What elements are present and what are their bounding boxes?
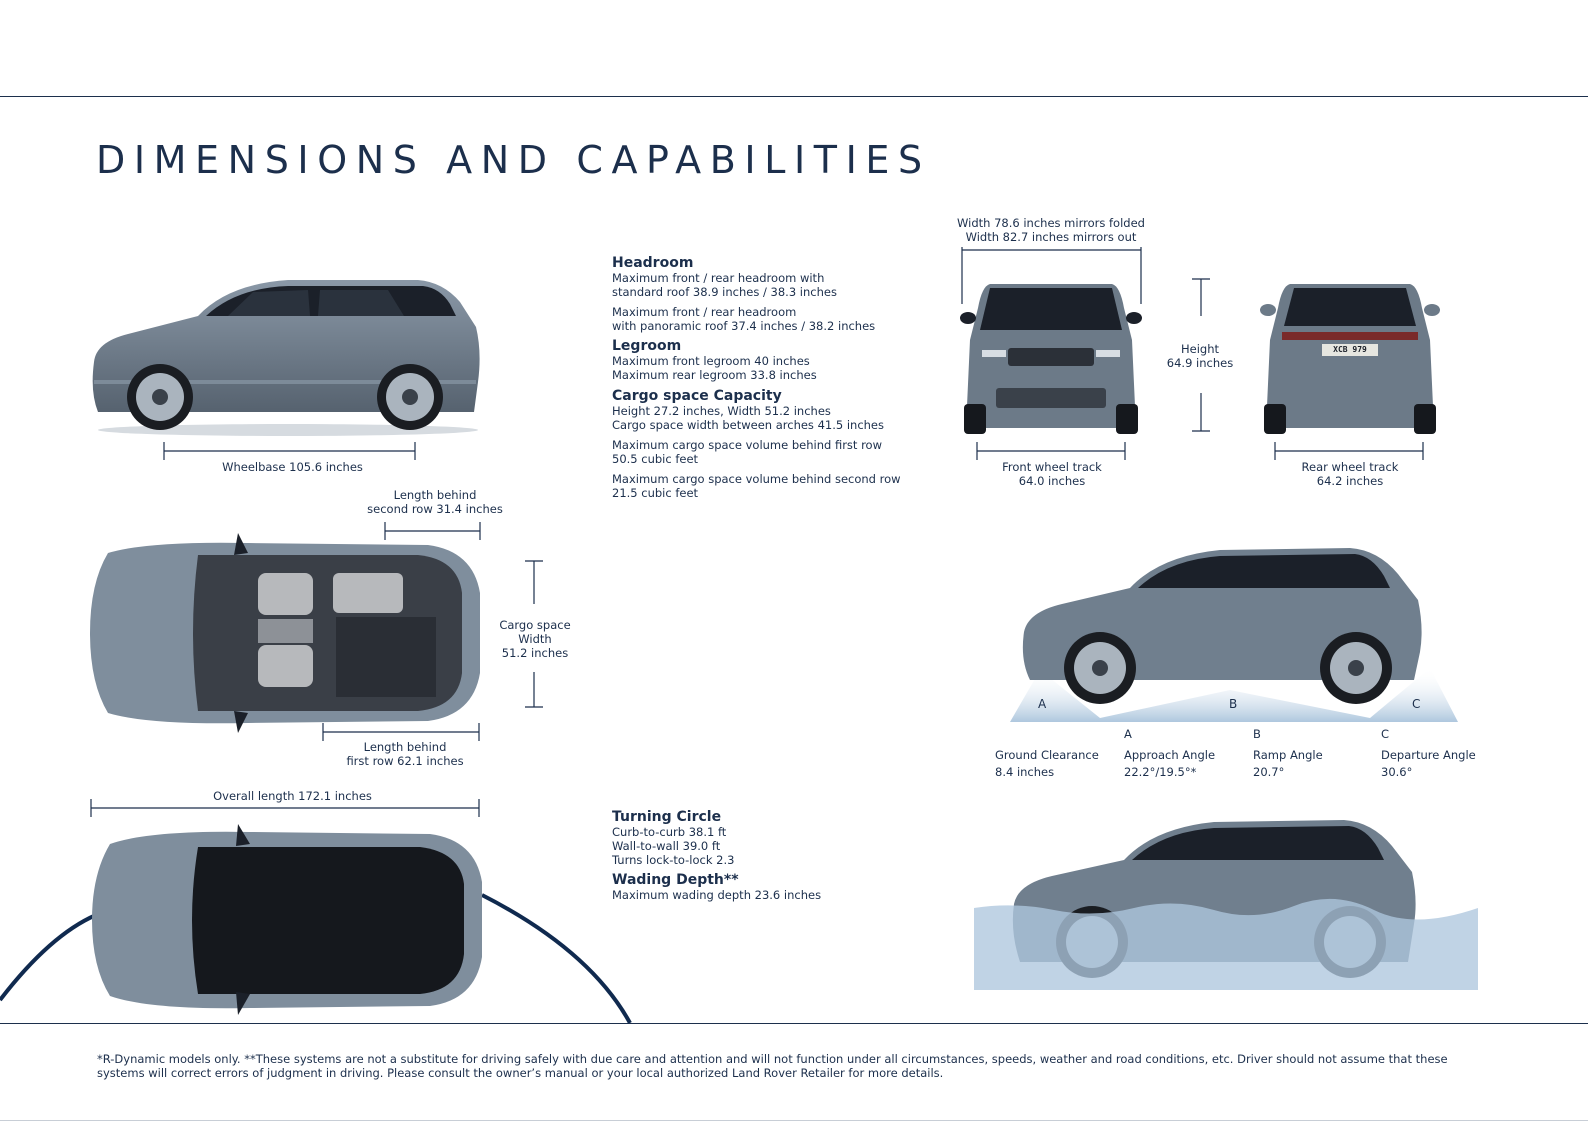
approach-angle-value: 22.2°/19.5°* xyxy=(1124,765,1197,779)
angles-car xyxy=(1010,548,1458,722)
legroom-heading: Legroom xyxy=(612,338,682,354)
height-label: Height 64.9 inches xyxy=(1166,342,1234,370)
cargo-width-dimension-line xyxy=(525,560,543,708)
second-row-dimension-line xyxy=(384,522,481,540)
wading-depth-value: Maximum wading depth 23.6 inches xyxy=(612,888,822,902)
overall-length-label: Overall length 172.1 inches xyxy=(213,789,372,803)
marker-b: B xyxy=(1229,697,1238,711)
departure-angle-value: 30.6° xyxy=(1381,765,1413,779)
footnote: *R-Dynamic models only. **These systems … xyxy=(97,1052,1448,1080)
cargo-volume-second-row: Maximum cargo space volume behind second… xyxy=(612,472,901,500)
rear-view-car xyxy=(1260,284,1440,434)
approach-angle-label: Approach Angle xyxy=(1124,748,1216,762)
front-track-label: Front wheel track 64.0 inches xyxy=(1002,460,1102,488)
ground-clearance-label: Ground Clearance xyxy=(995,748,1099,762)
rear-track-label: Rear wheel track 64.2 inches xyxy=(1301,460,1399,488)
legroom-values: Maximum front legroom 40 inches Maximum … xyxy=(612,354,817,382)
marker-c: C xyxy=(1412,697,1421,711)
width-dimension-line xyxy=(961,247,1142,304)
departure-angle-label: Departure Angle xyxy=(1381,748,1476,762)
ramp-angle-value: 20.7° xyxy=(1253,765,1285,779)
page-title: DIMENSIONS AND CAPABILITIES xyxy=(96,138,931,182)
cargo-volume-first-row: Maximum cargo space volume behind first … xyxy=(612,438,883,466)
turning-circle-values: Curb-to-curb 38.1 ft Wall-to-wall 39.0 f… xyxy=(612,825,735,867)
wheelbase-dimension-line xyxy=(163,442,416,460)
cargo-capacity-heading: Cargo space Capacity xyxy=(612,388,782,404)
headroom-heading: Headroom xyxy=(612,255,694,271)
wading-depth-heading: Wading Depth** xyxy=(612,872,739,888)
cargo-capacity-section: Cargo space Capacity Height 27.2 inches,… xyxy=(612,388,942,506)
cargo-width-label: Cargo space Width 51.2 inches xyxy=(499,618,571,660)
rear-licence-plate: XCB 979 xyxy=(1333,345,1367,354)
turning-circle-section: Turning Circle Curb-to-curb 38.1 ft Wall… xyxy=(612,809,942,873)
turning-circle-heading: Turning Circle xyxy=(612,809,722,825)
page-edge-line xyxy=(0,1120,1588,1121)
front-view-car xyxy=(960,284,1142,434)
top-view-car-interior xyxy=(90,533,480,733)
headroom-standard-roof: Maximum front / rear headroom with stand… xyxy=(612,271,837,299)
ground-clearance-value: 8.4 inches xyxy=(995,765,1055,779)
bottom-divider xyxy=(0,1023,1588,1024)
ramp-angle-label: Ramp Angle xyxy=(1253,748,1323,762)
first-row-dimension-line xyxy=(322,723,480,741)
length-behind-first-row-label: Length behind first row 62.1 inches xyxy=(346,740,464,768)
cargo-dimensions: Height 27.2 inches, Width 51.2 inches Ca… xyxy=(612,404,885,432)
headroom-panoramic-roof: Maximum front / rear headroom with panor… xyxy=(612,305,876,333)
rear-track-dimension-line xyxy=(1274,442,1424,460)
legroom-section: Legroom Maximum front legroom 40 inches … xyxy=(612,338,942,388)
wading-car xyxy=(974,820,1478,990)
length-behind-second-row-label: Length behind second row 31.4 inches xyxy=(367,488,503,516)
marker-a: A xyxy=(1038,697,1047,711)
width-label: Width 78.6 inches mirrors folded Width 8… xyxy=(957,216,1145,244)
top-view-car-roof xyxy=(92,824,482,1015)
turning-circle-arc xyxy=(0,893,632,1024)
height-dimension-line xyxy=(1192,278,1210,432)
top-divider xyxy=(0,96,1588,97)
wading-depth-section: Wading Depth** Maximum wading depth 23.6… xyxy=(612,872,942,908)
front-track-dimension-line xyxy=(976,442,1126,460)
headroom-section: Headroom Maximum front / rear headroom w… xyxy=(612,255,942,339)
ramp-angle-letter: B xyxy=(1253,727,1261,741)
side-view-car xyxy=(92,280,480,436)
overall-length-dimension-line xyxy=(90,799,480,817)
approach-angle-letter: A xyxy=(1124,727,1132,741)
wheelbase-label: Wheelbase 105.6 inches xyxy=(222,460,363,474)
departure-angle-letter: C xyxy=(1381,727,1390,741)
